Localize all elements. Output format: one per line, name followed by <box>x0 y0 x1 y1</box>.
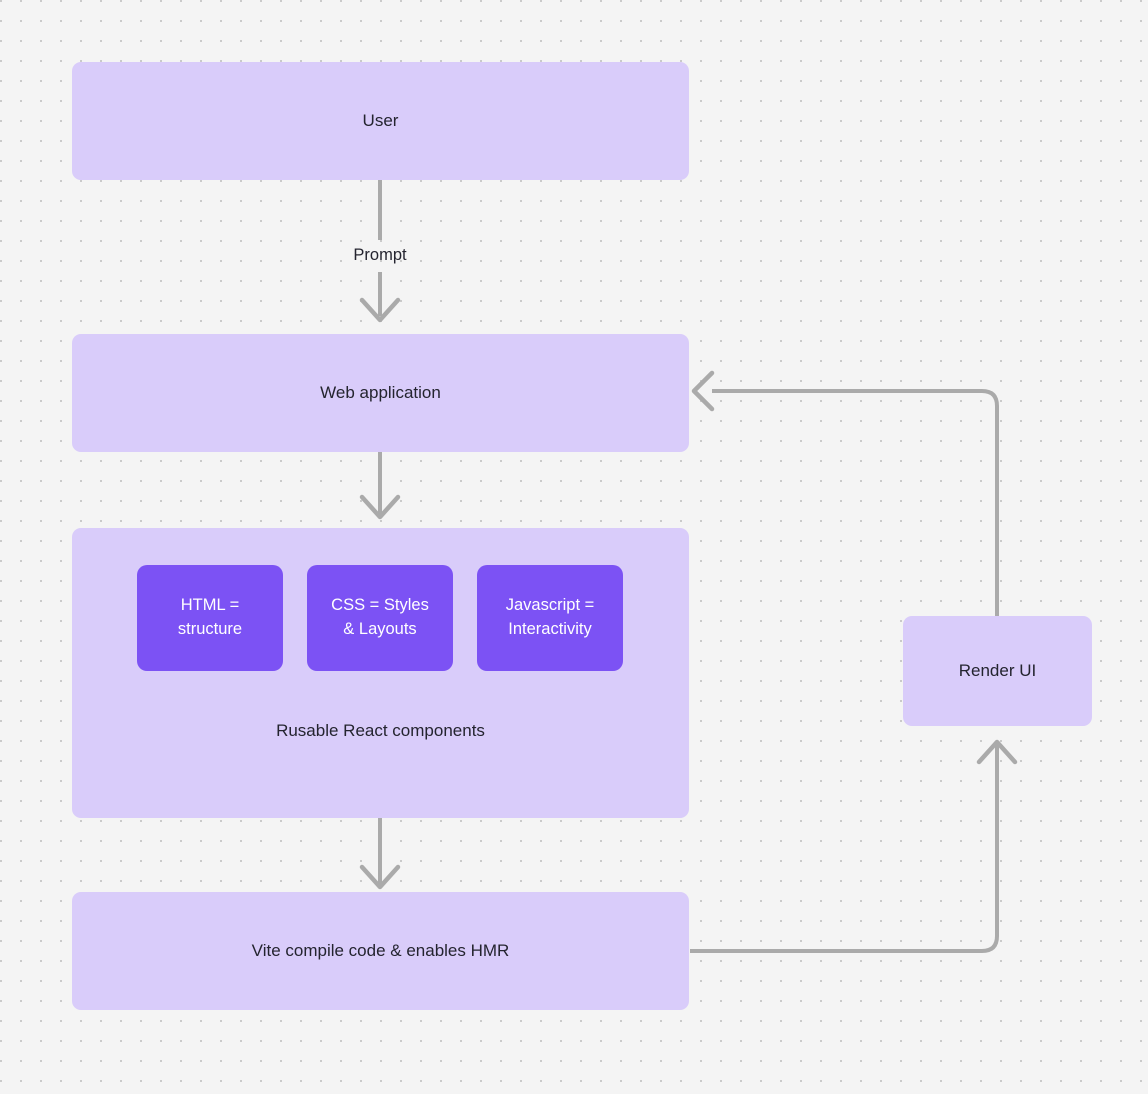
node-react-components[interactable]: HTML = structure CSS = Styles & Layouts … <box>72 528 689 818</box>
node-web-application[interactable]: Web application <box>72 334 689 452</box>
node-render-ui[interactable]: Render UI <box>903 616 1092 726</box>
chip-row: HTML = structure CSS = Styles & Layouts … <box>137 565 623 671</box>
edge-label-prompt: Prompt <box>353 246 407 264</box>
chip-html[interactable]: HTML = structure <box>137 565 283 671</box>
chip-javascript-line1: Javascript = <box>505 596 595 615</box>
node-vite[interactable]: Vite compile code & enables HMR <box>72 892 689 1010</box>
chip-css-line2: & Layouts <box>343 620 417 638</box>
edge-vite-to-render-ui <box>690 739 1018 953</box>
chip-css[interactable]: CSS = Styles & Layouts <box>307 565 453 671</box>
node-render-ui-label: Render UI <box>958 660 1037 680</box>
chip-javascript[interactable]: Javascript = Interactivity <box>477 565 623 671</box>
chip-html-line1: HTML = <box>180 596 240 615</box>
node-web-application-label: Web application <box>320 382 441 402</box>
edge-render-ui-to-web-application <box>691 370 999 616</box>
react-components-caption: Rusable React components <box>276 721 485 740</box>
chip-css-line1: CSS = Styles <box>331 596 429 615</box>
node-user-label: User <box>362 110 399 130</box>
edge-web-application-to-components <box>359 452 401 520</box>
chip-javascript-line2: Interactivity <box>508 620 592 638</box>
node-vite-label: Vite compile code & enables HMR <box>251 940 510 960</box>
node-user[interactable]: User <box>72 62 689 180</box>
chip-html-line2: structure <box>177 620 243 638</box>
edge-components-to-vite <box>359 818 401 890</box>
